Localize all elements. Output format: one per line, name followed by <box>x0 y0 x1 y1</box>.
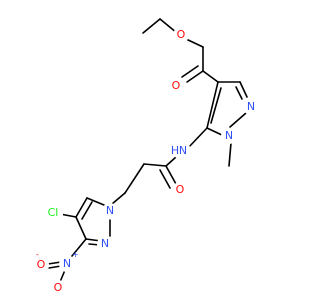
atom-label: O <box>177 28 186 41</box>
atom-o-amide: O <box>172 182 188 198</box>
atom-o-nitro-a: O - <box>33 250 49 273</box>
bond <box>111 192 126 205</box>
bond <box>229 112 247 128</box>
bond <box>142 18 161 34</box>
bond <box>75 216 87 240</box>
bond <box>228 142 232 167</box>
atom-n-ring2-a: N <box>102 203 118 219</box>
bond <box>165 165 177 185</box>
negative-charge: - <box>36 250 39 259</box>
atom-n-ring2-b: N <box>97 236 113 252</box>
bond <box>239 81 248 98</box>
bond <box>47 261 62 265</box>
bond <box>81 201 93 220</box>
atom-o-nitro-b: O <box>50 280 66 296</box>
atom-n-amide: H N <box>171 142 191 160</box>
atom-label: N <box>225 129 233 142</box>
atom-label: O <box>37 258 46 271</box>
bond <box>186 70 204 83</box>
atom-o-carbonyl-ester: O <box>168 78 184 94</box>
bond <box>75 197 88 218</box>
bond <box>48 265 62 269</box>
atom-n-ring1-methyl: N <box>221 128 237 144</box>
atom-label: Cl <box>48 206 59 219</box>
bond <box>165 156 177 167</box>
bond <box>86 197 105 206</box>
atom-cl: Cl <box>43 204 63 222</box>
bond <box>181 65 199 78</box>
molecule-structure: O O N N H N O Cl N N N + O - <box>33 18 259 296</box>
bond <box>143 163 167 167</box>
bond <box>124 163 145 194</box>
atom-label: O <box>172 79 181 92</box>
atom-label: N <box>106 204 114 217</box>
atom-label: N <box>63 257 71 270</box>
atom-label: O <box>54 281 63 294</box>
positive-charge: + <box>72 250 79 259</box>
bond <box>235 86 243 100</box>
bond <box>185 38 204 48</box>
bond <box>159 169 171 189</box>
bond <box>206 81 219 129</box>
amide-h-label: H <box>171 144 179 157</box>
bond <box>159 18 178 34</box>
atom-label: N <box>247 100 255 113</box>
bond <box>202 70 219 83</box>
bond <box>59 269 66 283</box>
atom-o-ester: O <box>173 27 189 43</box>
atom-label: N <box>101 237 109 250</box>
bond <box>187 127 208 149</box>
amide-n-label: N <box>179 144 187 157</box>
atom-n-ring1-top: N <box>243 99 259 115</box>
bond <box>210 87 222 124</box>
bond <box>71 238 87 257</box>
atom-label: O <box>176 183 185 196</box>
atom-n-nitro: N + <box>59 250 79 272</box>
